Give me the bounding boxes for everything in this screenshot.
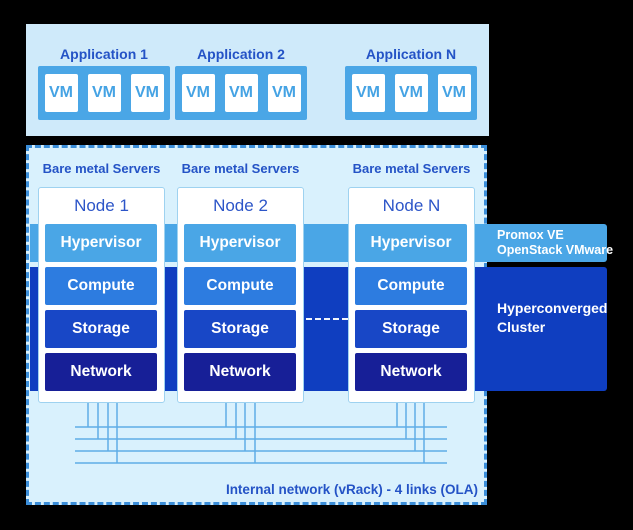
bare-metal-label: Bare metal Servers	[352, 161, 471, 176]
node-card-1: Node 1 Hypervisor Compute Storage Networ…	[38, 187, 165, 403]
vm-container: VM VM VM	[38, 66, 170, 120]
vm-box: VM	[351, 74, 385, 112]
node-card-2: Node 2 Hypervisor Compute Storage Networ…	[177, 187, 304, 403]
internal-network-label: Internal network (vRack) - 4 links (OLA)	[225, 482, 478, 497]
node-continuation-connector	[306, 318, 348, 320]
application-group-n: Application N VM VM VM	[345, 24, 477, 136]
hypervisor-layer: Hypervisor	[355, 224, 467, 262]
application-label: Application N	[365, 46, 457, 62]
compute-layer: Compute	[184, 267, 296, 305]
node-title: Node N	[382, 196, 441, 215]
platform-band-line2: OpenStack VMware	[497, 243, 614, 257]
vm-box: VM	[267, 74, 301, 112]
cluster-label-line1: Hyperconverged	[497, 300, 608, 316]
network-layer: Network	[355, 353, 467, 391]
application-label: Application 1	[60, 46, 148, 62]
node-card-n: Node N Hypervisor Compute Storage Networ…	[348, 187, 475, 403]
vm-box: VM	[394, 74, 428, 112]
storage-layer: Storage	[355, 310, 467, 348]
application-label: Application 2	[197, 46, 285, 62]
vm-box: VM	[44, 74, 78, 112]
vm-box: VM	[224, 74, 258, 112]
hyperconverged-cluster-label: Hyperconverged Cluster	[497, 299, 607, 337]
hypervisor-layer: Hypervisor	[45, 224, 157, 262]
vm-container: VM VM VM	[345, 66, 477, 120]
hypervisor-layer: Hypervisor	[184, 224, 296, 262]
bare-metal-label: Bare metal Servers	[42, 161, 161, 176]
application-group-2: Application 2 VM VM VM	[175, 24, 307, 136]
platform-band-line1: Promox VE	[497, 228, 564, 242]
platform-band-label: Promox VE OpenStack VMware	[497, 228, 613, 258]
vm-box: VM	[181, 74, 215, 112]
application-group-1: Application 1 VM VM VM	[38, 24, 170, 136]
network-links-wiring	[75, 403, 447, 464]
node-title: Node 2	[213, 196, 268, 215]
vm-box: VM	[130, 74, 164, 112]
network-layer: Network	[184, 353, 296, 391]
node-title: Node 1	[74, 196, 129, 215]
applications-panel: Application 1 VM VM VM Application 2 VM …	[26, 24, 489, 136]
compute-layer: Compute	[355, 267, 467, 305]
cluster-label-line2: Cluster	[497, 319, 546, 335]
vm-box: VM	[437, 74, 471, 112]
vm-box: VM	[87, 74, 121, 112]
storage-layer: Storage	[45, 310, 157, 348]
network-layer: Network	[45, 353, 157, 391]
vm-container: VM VM VM	[175, 66, 307, 120]
storage-layer: Storage	[184, 310, 296, 348]
compute-layer: Compute	[45, 267, 157, 305]
bare-metal-label: Bare metal Servers	[181, 161, 300, 176]
